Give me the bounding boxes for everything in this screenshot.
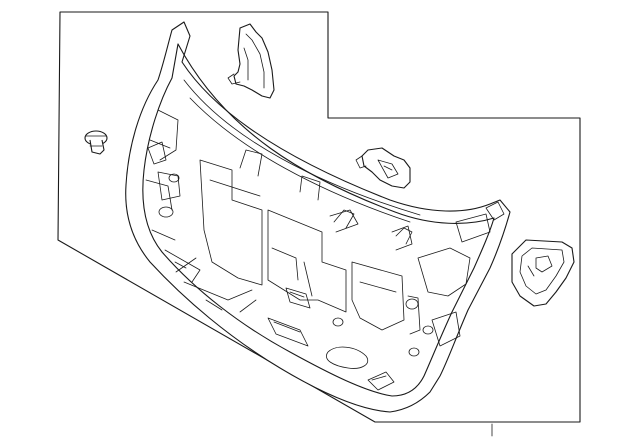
lower-left-floor-ribs	[175, 257, 257, 313]
right-boss-2	[422, 325, 434, 335]
bracket-outline	[361, 147, 411, 189]
upper-left-trim-inner	[243, 33, 265, 89]
trim-panel-top-rib	[183, 79, 421, 223]
trim-panel-inner-lip	[142, 43, 495, 397]
upper-left-trim-outline	[233, 23, 275, 99]
right-rib-structure	[407, 213, 491, 347]
background-panel-outline	[57, 11, 581, 423]
bracket-tab	[355, 155, 367, 169]
trim-panel-outer-edge	[125, 21, 511, 413]
center-web-panel-right	[351, 261, 405, 331]
center-boss	[332, 317, 344, 327]
left-boss	[158, 206, 174, 218]
right-upper-corner-tab	[485, 201, 505, 221]
right-boss	[405, 298, 419, 310]
right-boss-3	[408, 347, 420, 357]
right-trim-outline	[511, 239, 575, 307]
bracket-inner	[377, 159, 399, 179]
handle-bracket	[355, 147, 411, 189]
right-trim-inner	[519, 247, 565, 295]
upper-left-trim-clip	[227, 73, 241, 85]
left-rib-structure	[145, 109, 201, 283]
clip-stem	[89, 139, 105, 155]
upper-left-trim-piece	[227, 23, 275, 99]
push-pin-clip	[84, 130, 108, 155]
center-web-panel-left	[199, 159, 263, 286]
center-ribs	[209, 149, 413, 297]
lower-grip-recess	[367, 371, 395, 391]
right-corner-trim-piece	[511, 239, 575, 307]
liftgate-trim-panel	[125, 21, 511, 413]
right-trim-detail	[527, 255, 553, 277]
lower-oval-recess	[326, 346, 369, 369]
center-top-tabs	[333, 209, 413, 245]
left-boss-2	[168, 173, 180, 183]
clip-ribs	[85, 135, 107, 147]
rectangular-recess	[267, 317, 309, 347]
handle-pocket	[285, 287, 311, 309]
center-web-panel-mid	[267, 209, 347, 313]
